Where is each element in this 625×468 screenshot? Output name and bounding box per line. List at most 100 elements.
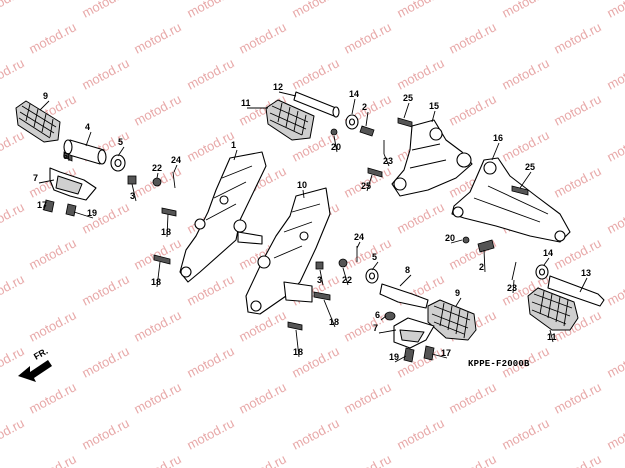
callout-leader-line xyxy=(431,110,436,123)
pin-24-left xyxy=(172,171,176,189)
callout-leader-line xyxy=(131,183,137,202)
callout-leader-line xyxy=(333,135,338,153)
washer-22-mid xyxy=(338,258,348,268)
footpeg-rubber-upper xyxy=(265,99,315,141)
washer-right xyxy=(535,264,549,280)
callout-leader-line xyxy=(549,329,554,343)
callout-leader-line xyxy=(342,267,349,286)
callout-leader-line xyxy=(233,149,238,161)
callout-number: 17 xyxy=(441,348,451,358)
callout-number: 5 xyxy=(118,137,123,147)
callout-leader-line xyxy=(351,98,356,115)
bolt-19-lower xyxy=(403,347,415,363)
callout-leader-line xyxy=(371,261,379,271)
callout-leader-line xyxy=(512,279,515,294)
bolts-left xyxy=(43,199,77,217)
callout-number: 6 xyxy=(375,310,380,320)
callout-number: 19 xyxy=(87,208,97,218)
callout-number: 9 xyxy=(455,288,460,298)
footpeg-rubber-left xyxy=(15,100,61,143)
callout-leader-line xyxy=(394,355,407,363)
callout-leader-line xyxy=(278,91,297,97)
callout-number: 2 xyxy=(479,262,484,272)
callout-number: 14 xyxy=(349,89,359,99)
callout-leader-line xyxy=(399,274,412,287)
callout-leader-line xyxy=(403,102,410,119)
washer-upper xyxy=(345,114,359,130)
ball-20-upper xyxy=(330,128,338,136)
callout-leader-line xyxy=(295,329,300,358)
callout-leader-line xyxy=(73,211,94,219)
callout-number: 15 xyxy=(429,101,439,111)
footpeg-rubber-right xyxy=(527,287,579,331)
callout-number: 3 xyxy=(130,191,135,201)
callout-leader-line xyxy=(156,172,159,179)
callout-leader-line xyxy=(455,297,462,307)
callout-leader-line xyxy=(519,171,532,189)
front-arrow-icon xyxy=(18,360,52,382)
callout-number: 11 xyxy=(241,98,251,108)
callout-number: 18 xyxy=(293,347,303,357)
callout-number: 16 xyxy=(493,133,503,143)
callout-leader-line xyxy=(543,257,550,266)
callout-number: 25 xyxy=(403,93,413,103)
callout-leader-line xyxy=(38,179,55,184)
callout-leader-line xyxy=(383,153,390,167)
callout-number: 22 xyxy=(152,163,162,173)
callout-number: 18 xyxy=(329,317,339,327)
callout-number: 5 xyxy=(372,252,377,262)
callout-leader-line xyxy=(85,131,92,147)
footpeg-rubber-lower xyxy=(427,299,477,341)
callout-number: 24 xyxy=(354,232,364,242)
callout-leader-line xyxy=(67,152,70,162)
diagram-code: KPPE-F2000B xyxy=(468,359,530,369)
callout-leader-line xyxy=(579,277,588,293)
callout-number: 10 xyxy=(297,180,307,190)
callout-leader-line xyxy=(117,146,125,157)
spring-6-lower xyxy=(384,311,396,321)
callout-number: 20 xyxy=(331,142,341,152)
footpeg-shaft-left xyxy=(63,139,107,165)
callout-leader-line xyxy=(39,100,50,111)
callout-leader-line xyxy=(431,353,448,359)
callout-number: 13 xyxy=(581,268,591,278)
callout-number: 25 xyxy=(525,162,535,172)
callout-number: 19 xyxy=(389,352,399,362)
callout-leader-line xyxy=(166,213,169,238)
callout-leader-line xyxy=(380,315,387,321)
bracket-lower xyxy=(393,317,435,349)
callout-number: 4 xyxy=(85,122,90,132)
callout-leader-line xyxy=(156,261,161,288)
ball-20-right xyxy=(462,236,470,244)
callout-leader-line xyxy=(378,329,397,334)
nut-3-mid xyxy=(315,261,324,270)
callout-number: 14 xyxy=(543,248,553,258)
callout-number: 7 xyxy=(373,323,378,333)
bolt-17-lower xyxy=(423,345,435,361)
pin-2-right xyxy=(477,239,495,253)
callout-number: 12 xyxy=(273,82,283,92)
callout-number: 11 xyxy=(547,332,557,342)
pin-23-right xyxy=(511,261,517,281)
callout-number: 20 xyxy=(445,233,455,243)
callout-number: 18 xyxy=(151,277,161,287)
callout-leader-line xyxy=(323,299,336,328)
callout-number: 8 xyxy=(405,265,410,275)
callout-leader-line xyxy=(42,204,47,211)
callout-number: 2 xyxy=(362,102,367,112)
callout-number: 25 xyxy=(361,181,371,191)
bracket-left xyxy=(49,167,97,201)
washer-left xyxy=(110,154,126,172)
footpeg-arm-8 xyxy=(379,283,429,309)
callout-leader-line xyxy=(319,269,324,286)
callout-number: 22 xyxy=(342,275,352,285)
callout-leader-line xyxy=(356,241,361,249)
front-arrow-label: FR. xyxy=(32,346,50,362)
callout-number: 7 xyxy=(33,173,38,183)
callout-number: 3 xyxy=(317,275,322,285)
callout-leader-line xyxy=(450,239,463,244)
bracket-plate-15 xyxy=(367,117,473,197)
bracket-plate-16 xyxy=(451,157,571,243)
